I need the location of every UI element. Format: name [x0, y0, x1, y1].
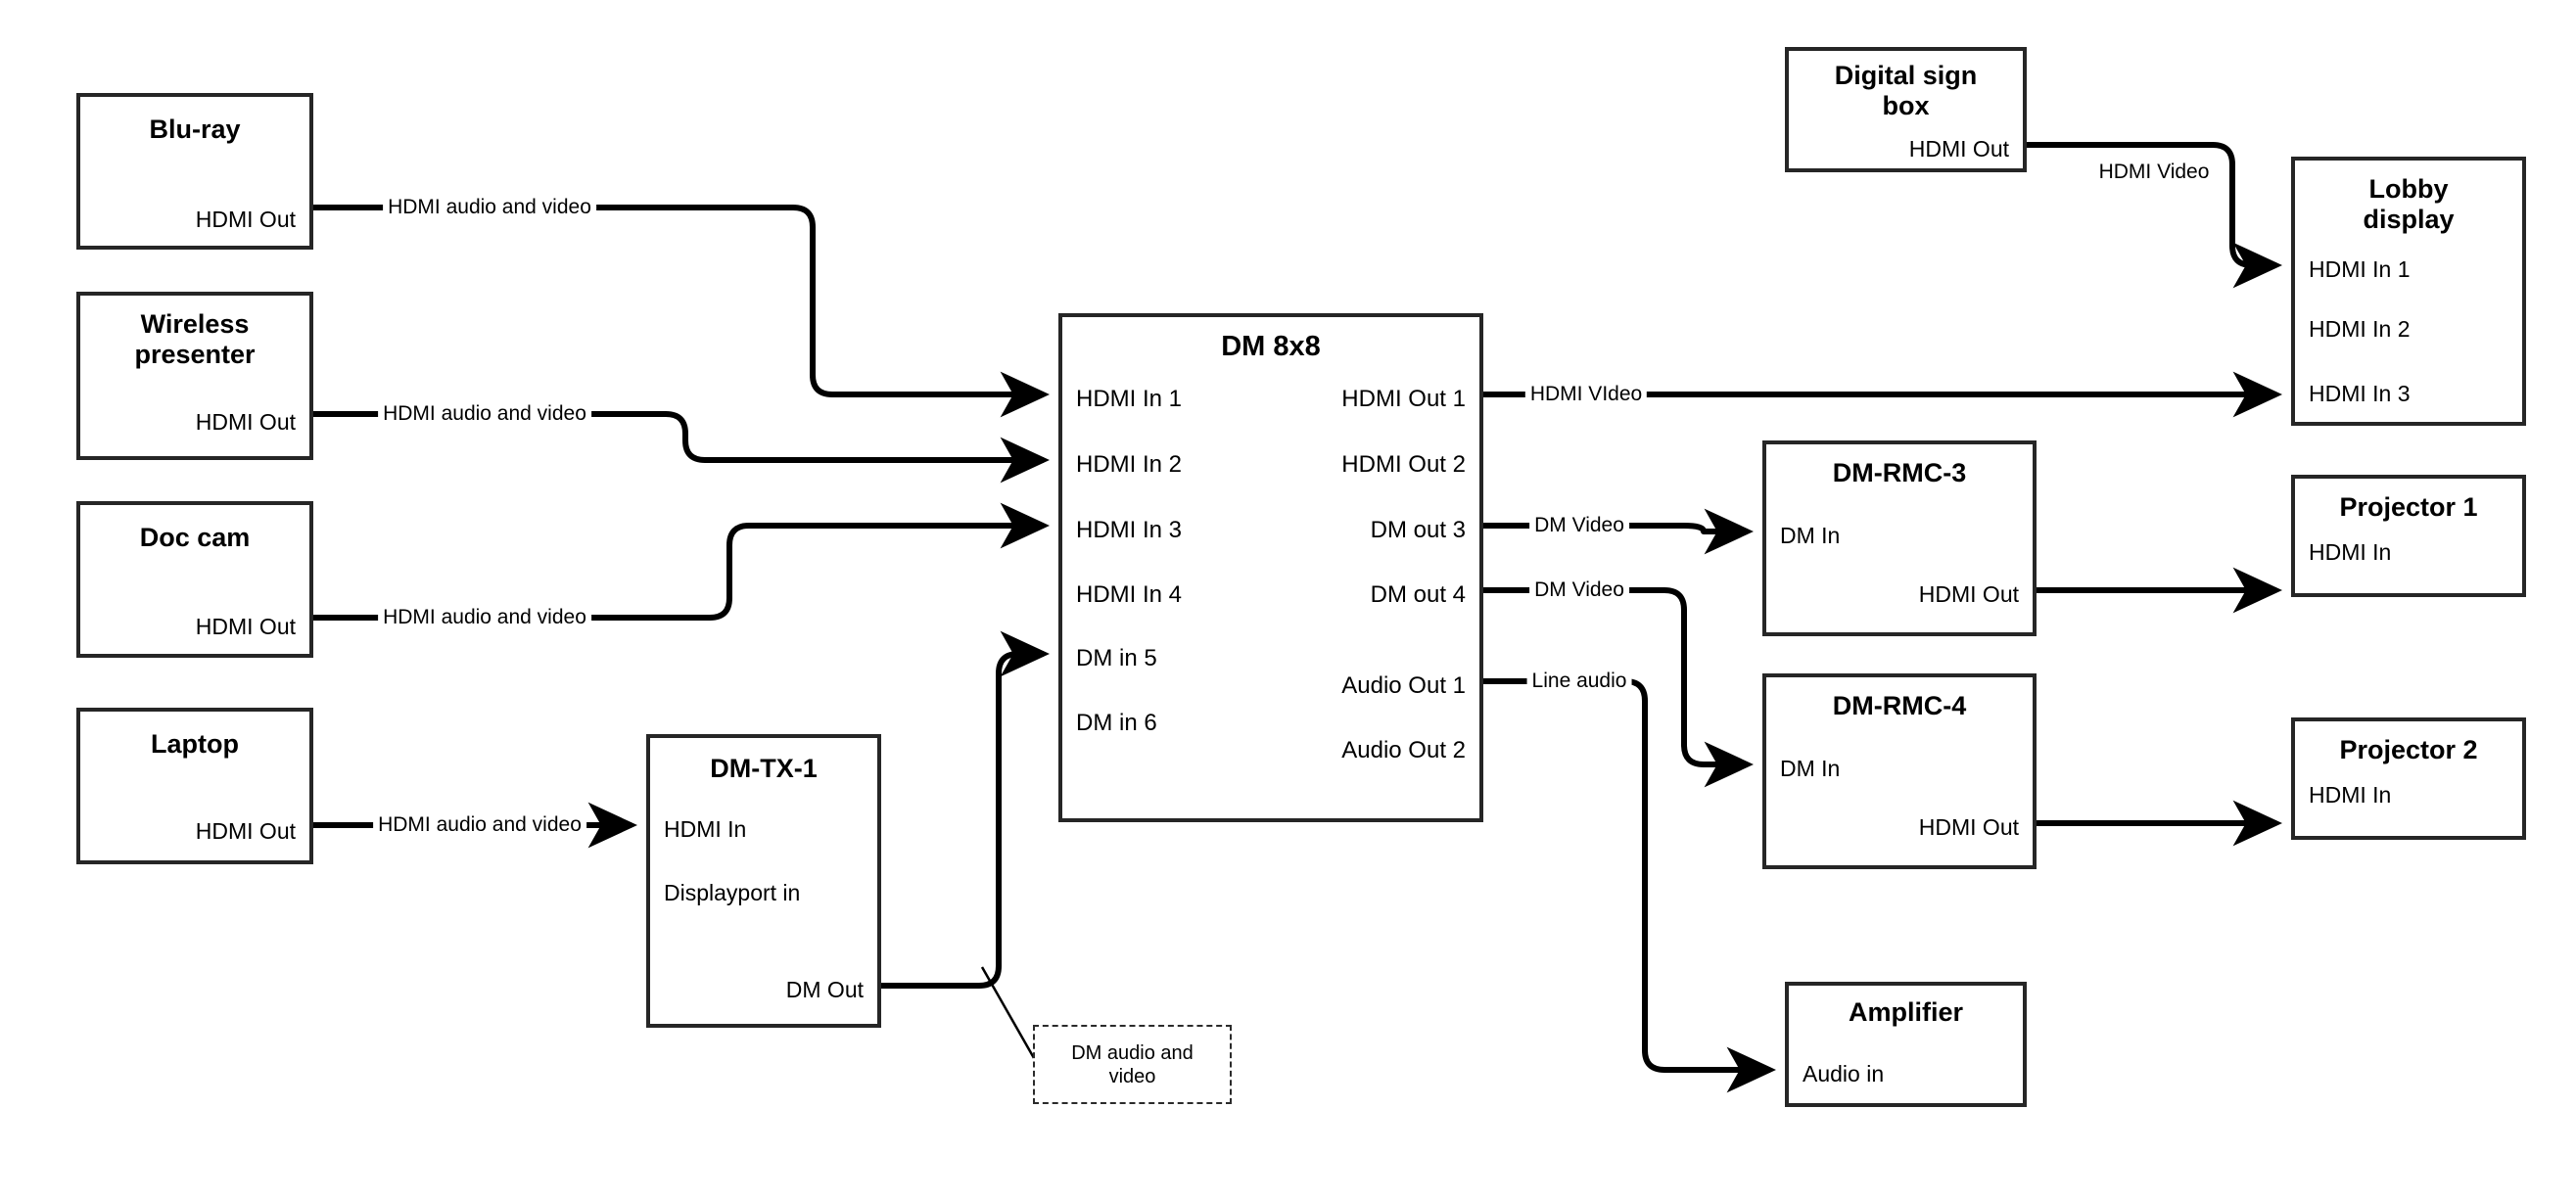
node-dm-8x8-port-hdmi-in-4: HDMI In 4	[1076, 581, 1183, 608]
node-lobby-display[interactable]: Lobby display HDMI In 1 HDMI In 2 HDMI I…	[2291, 157, 2526, 426]
node-bluray[interactable]: Blu-ray HDMI Out	[76, 93, 313, 250]
node-wireless-presenter-title: Wireless presenter	[134, 309, 256, 369]
edge-signbox-to-lobby1	[2027, 142, 2282, 289]
node-dm-8x8[interactable]: DM 8x8 HDMI In 1 HDMI In 2 HDMI In 3 HDM…	[1058, 313, 1483, 822]
node-wireless-presenter[interactable]: Wireless presenter HDMI Out	[76, 292, 313, 460]
node-digital-sign-box[interactable]: Digital sign box HDMI Out	[1785, 47, 2027, 172]
node-projector-2-port-hdmi-in: HDMI In	[2309, 782, 2392, 808]
node-digital-sign-box-port-hdmi-out: HDMI Out	[1908, 136, 2009, 162]
node-dm-8x8-port-hdmi-out-2: HDMI Out 2	[1341, 451, 1466, 478]
edge-label-audioout1-to-amp: Line audio	[1526, 670, 1632, 693]
node-lobby-display-port-hdmi-in-3: HDMI In 3	[2309, 381, 2411, 406]
edge-dmtx1-to-in5	[881, 630, 1050, 989]
edge-label-signbox-to-lobby1: HDMI Video	[2093, 161, 2215, 184]
edge-dmout3-to-rmc3	[1483, 508, 1754, 555]
node-dm-8x8-port-hdmi-in-2: HDMI In 2	[1076, 451, 1183, 478]
node-dm-rmc-3-port-hdmi-out: HDMI Out	[1918, 581, 2019, 607]
node-doc-cam-port-hdmi-out: HDMI Out	[195, 614, 296, 639]
node-dm-rmc-3[interactable]: DM-RMC-3 DM In HDMI Out	[1762, 440, 2037, 636]
edge-label-doccam-to-in3: HDMI audio and video	[378, 606, 591, 629]
node-wireless-presenter-port-hdmi-out: HDMI Out	[195, 409, 296, 435]
node-doc-cam-title: Doc cam	[139, 523, 251, 552]
node-bluray-port-hdmi-out: HDMI Out	[195, 207, 296, 232]
node-dm-8x8-port-audio-out-1: Audio Out 1	[1341, 672, 1466, 699]
node-dm-rmc-4-title: DM-RMC-4	[1832, 691, 1967, 720]
edge-label-hdmiout1-to-lobby3: HDMI VIdeo	[1524, 383, 1648, 406]
node-projector-2[interactable]: Projector 2 HDMI In	[2291, 717, 2526, 840]
edge-doccam-to-in3	[313, 502, 1050, 621]
callout-leader-line	[980, 966, 1040, 1066]
node-laptop-title: Laptop	[151, 729, 239, 759]
node-dm-8x8-port-hdmi-in-3: HDMI In 3	[1076, 517, 1183, 543]
node-dm-tx-1-title: DM-TX-1	[710, 754, 818, 783]
node-dm-tx-1-port-hdmi-in: HDMI In	[664, 816, 747, 842]
node-dm-8x8-port-dm-out-3: DM out 3	[1370, 517, 1466, 543]
node-bluray-title: Blu-ray	[149, 115, 241, 144]
node-projector-1[interactable]: Projector 1 HDMI In	[2291, 475, 2526, 597]
node-digital-sign-box-title: Digital sign box	[1834, 61, 1978, 120]
node-lobby-display-port-hdmi-in-2: HDMI In 2	[2309, 316, 2411, 342]
edge-dmout4-to-rmc4	[1483, 587, 1754, 788]
node-laptop-port-hdmi-out: HDMI Out	[195, 818, 296, 844]
node-dm-8x8-port-hdmi-out-1: HDMI Out 1	[1341, 386, 1466, 412]
node-dm-rmc-3-title: DM-RMC-3	[1832, 458, 1967, 487]
node-dm-tx-1[interactable]: DM-TX-1 HDMI In Displayport in DM Out	[646, 734, 881, 1028]
edge-wireless-to-in2	[313, 411, 1050, 484]
node-dm-8x8-title: DM 8x8	[1221, 331, 1321, 362]
node-projector-1-port-hdmi-in: HDMI In	[2309, 539, 2392, 565]
edge-bluray-to-in1	[313, 205, 1050, 418]
node-lobby-display-port-hdmi-in-1: HDMI In 1	[2309, 256, 2411, 282]
node-dm-8x8-port-hdmi-in-1: HDMI In 1	[1076, 386, 1183, 412]
edge-label-dmout3-to-rmc3: DM Video	[1529, 514, 1629, 537]
node-dm-8x8-port-dm-in-5: DM in 5	[1076, 645, 1157, 671]
edge-audioout1-to-amp	[1483, 678, 1776, 1093]
node-lobby-display-title: Lobby display	[2363, 174, 2455, 234]
edge-label-laptop-to-dmtx1: HDMI audio and video	[373, 813, 586, 837]
callout-text: DM audio and video	[1071, 1041, 1194, 1087]
node-dm-rmc-4[interactable]: DM-RMC-4 DM In HDMI Out	[1762, 673, 2037, 869]
node-amplifier[interactable]: Amplifier Audio in	[1785, 982, 2027, 1107]
edge-label-bluray-to-in1: HDMI audio and video	[383, 196, 596, 219]
node-laptop[interactable]: Laptop HDMI Out	[76, 708, 313, 864]
edge-label-dmout4-to-rmc4: DM Video	[1529, 578, 1629, 602]
edge-label-wireless-to-in2: HDMI audio and video	[378, 402, 591, 426]
node-projector-2-title: Projector 2	[2339, 735, 2478, 764]
node-projector-1-title: Projector 1	[2339, 492, 2478, 522]
node-amplifier-title: Amplifier	[1848, 997, 1964, 1027]
node-dm-rmc-3-port-dm-in: DM In	[1780, 523, 1841, 548]
node-dm-8x8-port-dm-out-4: DM out 4	[1370, 581, 1466, 608]
node-amplifier-port-audio-in: Audio in	[1803, 1061, 1885, 1086]
node-doc-cam[interactable]: Doc cam HDMI Out	[76, 501, 313, 658]
node-dm-tx-1-port-dm-out: DM Out	[785, 977, 864, 1002]
node-dm-8x8-port-dm-in-6: DM in 6	[1076, 710, 1157, 736]
node-dm-tx-1-port-displayport-in: Displayport in	[664, 880, 801, 905]
callout-dm-audio-and-video: DM audio and video	[1033, 1025, 1232, 1104]
node-dm-8x8-port-audio-out-2: Audio Out 2	[1341, 737, 1466, 763]
node-dm-rmc-4-port-dm-in: DM In	[1780, 756, 1841, 781]
node-dm-rmc-4-port-hdmi-out: HDMI Out	[1918, 814, 2019, 840]
